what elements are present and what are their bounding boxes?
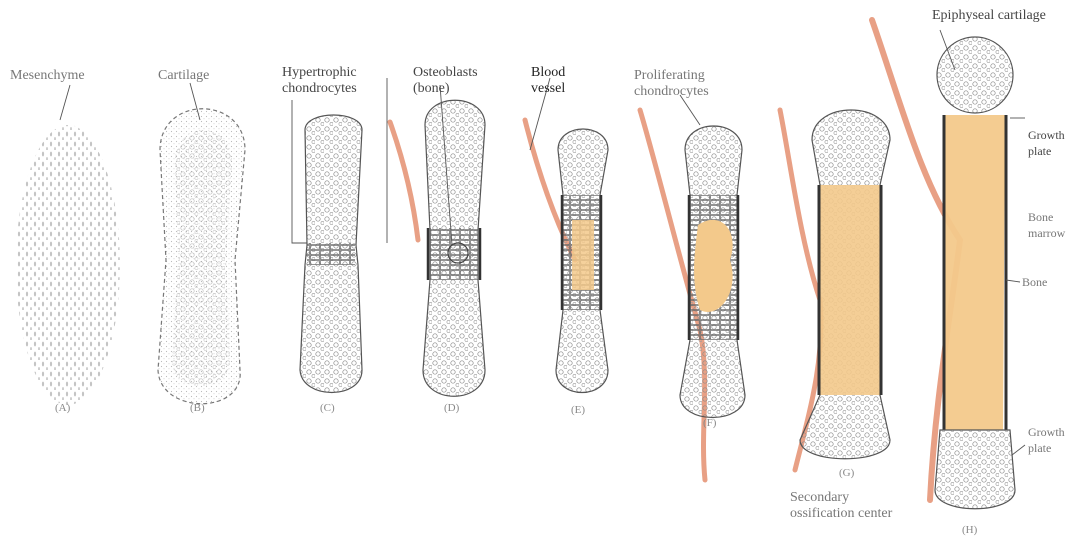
label-proliferating-2: chondrocytes [634,84,709,100]
stage-f-proliferating [680,126,745,418]
stage-d-osteoblasts [423,100,485,396]
label-bone: Bone [1022,275,1047,289]
label-bone-marrow-2: marrow [1028,226,1065,240]
stage-b-cartilage-model [158,109,245,404]
stage-h-mature-bone [935,37,1015,509]
stage-letter-a: (A) [55,402,70,414]
label-epiphyseal: Epiphyseal cartilage [932,8,1046,24]
stage-letter-h: (H) [962,524,977,536]
stage-letter-c: (C) [320,402,335,414]
stage-letter-b: (B) [190,402,205,414]
stage-letter-f: (F) [703,417,716,429]
label-growth-plate-bottom-2: plate [1028,441,1051,455]
label-hypertrophic-1: Hypertrophic [282,65,357,81]
label-secondary-1: Secondary [790,490,849,506]
label-mesenchyme: Mesenchyme [10,68,85,84]
label-proliferating-1: Proliferating [634,68,705,84]
stage-c-hypertrophic [300,115,362,393]
label-growth-plate-top-2: plate [1028,144,1051,158]
stage-e-primary-ossification [556,129,608,393]
label-cartilage: Cartilage [158,68,209,84]
stage-a-mesenchyme [16,125,120,405]
label-blood-1: Blood [531,65,565,81]
label-osteoblasts-2: (bone) [413,81,450,97]
label-osteoblasts-1: Osteoblasts [413,65,478,81]
stage-letter-e: (E) [571,404,585,416]
label-growth-plate-top-1: Growth [1028,128,1065,142]
label-bone-marrow-1: Bone [1028,210,1053,224]
blood-vessel-d [390,122,418,240]
stage-letter-d: (D) [444,402,459,414]
label-hypertrophic-2: chondrocytes [282,81,357,97]
stage-letter-g: (G) [839,467,854,479]
label-growth-plate-bottom-1: Growth [1028,425,1065,439]
label-secondary-2: ossification center [790,506,892,522]
label-blood-2: vessel [531,81,565,97]
